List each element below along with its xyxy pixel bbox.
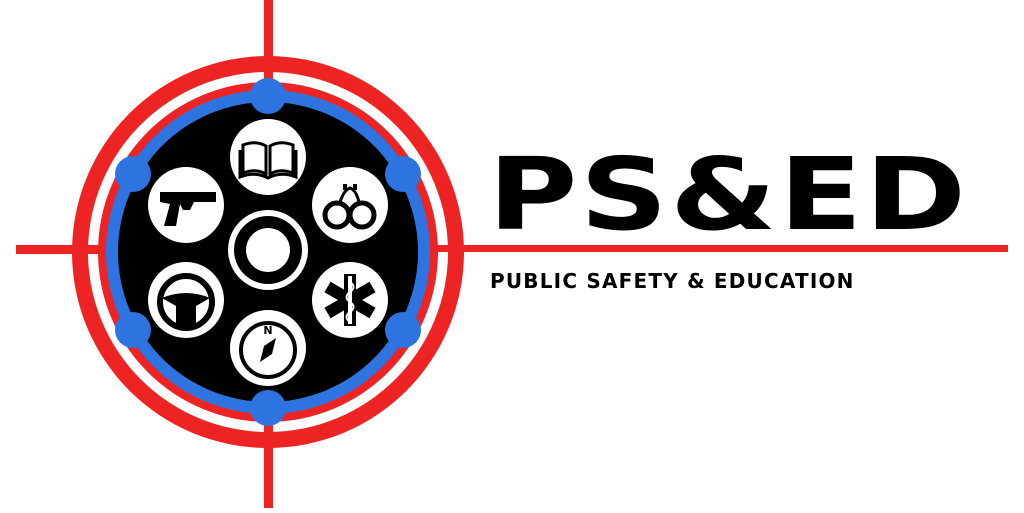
steering-wheel-icon — [148, 262, 224, 338]
book-icon — [230, 119, 306, 195]
compass-icon: N — [230, 310, 306, 386]
brand-subtitle: PUBLIC SAFETY & EDUCATION — [490, 269, 855, 293]
star-of-life-icon — [312, 262, 388, 338]
brand-title: PS&ED — [488, 136, 969, 253]
handcuffs-icon — [312, 167, 388, 243]
pistol-icon — [148, 167, 224, 243]
center-chamber — [228, 210, 308, 290]
compass-north-label: N — [263, 324, 272, 337]
